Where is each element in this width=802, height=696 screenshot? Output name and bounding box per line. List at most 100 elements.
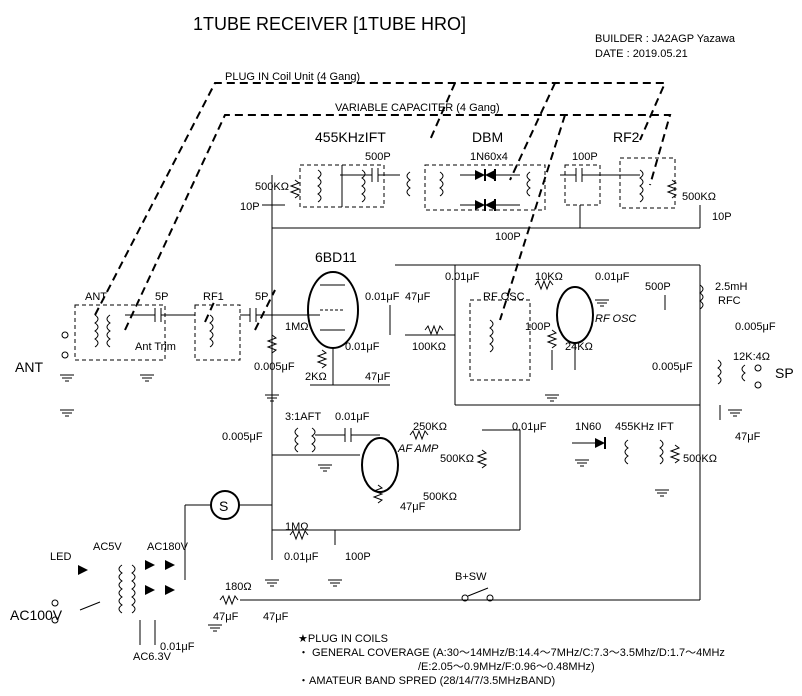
aft-secondary: [311, 427, 316, 453]
ac180v-label: AC180V: [147, 541, 189, 553]
cap-10p-a: 10P: [240, 201, 260, 213]
ant-coil-label: ANT: [85, 291, 107, 303]
rf-osc-tube: [556, 286, 594, 344]
res-500k-d: 500KΩ: [423, 491, 457, 503]
ant-primary-coil: [94, 314, 99, 348]
res-500k-e: 500KΩ: [683, 453, 717, 465]
res-100k-symbol: [424, 324, 444, 336]
rf-osc-label: RF OSC: [483, 291, 525, 303]
main-wiring: [240, 175, 701, 601]
power-transformer-secondary: [131, 564, 136, 614]
plug-in-coil-label: PLUG IN Coil Unit (4 Gang): [225, 71, 360, 83]
cap-47-f: 47μF: [263, 611, 289, 623]
res-10k-symbol: [534, 279, 554, 291]
variable-cap-gang-link: [124, 114, 672, 331]
cap-100p-c: 100P: [525, 321, 551, 333]
res-250k-symbol: [409, 429, 429, 441]
cap-100p-d: 100P: [345, 551, 371, 563]
sp-transformer-secondary: [741, 364, 746, 382]
cap-100p-b: 100P: [572, 151, 598, 163]
res-100k: 100KΩ: [412, 341, 446, 353]
rf-osc-coil: [489, 319, 494, 353]
res-500k-c: 500KΩ: [440, 453, 474, 465]
res-1m-b: 1MΩ: [285, 521, 309, 533]
cap-001-h: 0.01μF: [160, 641, 195, 653]
ant-terminal-2[interactable]: [61, 331, 69, 339]
cap-001-c: 0.01μF: [445, 271, 480, 283]
ac100v-terminal-1[interactable]: [51, 616, 59, 624]
ant-coil-unit: [74, 304, 166, 361]
builder-text: BUILDER : JA2AGP Yazawa: [595, 33, 736, 45]
bsw-contact-1[interactable]: [461, 594, 469, 602]
sp-terminal-2[interactable]: [754, 381, 762, 389]
rf2-coil: [639, 169, 644, 203]
cap-47-a: 47μF: [405, 291, 431, 303]
cap-001-e: 0.01μF: [335, 411, 370, 423]
tube-6bd11-label: 6BD11: [315, 249, 357, 265]
ground-symbols: [60, 299, 742, 632]
notes-line2: /E:2.05～0.9MHz/F:0.96～0.48MHz): [418, 661, 595, 673]
cap-0005-d: 0.005μF: [222, 431, 263, 443]
ift455-label: 455KHzIFT: [315, 129, 386, 145]
cap-5p-b: 5P: [255, 291, 268, 303]
cap-47-c: 47μF: [735, 431, 761, 443]
rf2-label: RF2: [613, 129, 640, 145]
rf-osc-italic-label: RF OSC: [595, 313, 636, 325]
notes-heading: ★PLUG IN COILS: [298, 633, 388, 645]
cap-100p-a: 100P: [495, 231, 521, 243]
res-180-symbol: [219, 594, 239, 606]
ift455-2-label: 455KHz IFT: [615, 421, 674, 433]
res-180: 180Ω: [225, 581, 252, 593]
variable-cap-label: VARIABLE CAPACITER (4 Gang): [335, 102, 500, 114]
dbm-label: DBM: [472, 129, 503, 145]
ac100v-terminal-2[interactable]: [51, 599, 59, 607]
cap-5p-a: 5P: [155, 291, 168, 303]
notes-line3: ・AMATEUR BAND SPRED (28/14/7/3.5MHzBAND): [298, 675, 555, 687]
notes-line1: ・ GENERAL COVERAGE (A:30～14MHz/B:14.4～7M…: [298, 647, 725, 659]
bsw-contact-2[interactable]: [486, 594, 494, 602]
cap-001-f: 0.01μF: [512, 421, 547, 433]
res-2k: 2KΩ: [305, 371, 327, 383]
af-amp-label: AF AMP: [397, 443, 439, 455]
rf1-coil: [209, 314, 214, 348]
sp-transformer-label: 12K:4Ω: [733, 351, 770, 363]
cap-500p-b: 500P: [645, 281, 671, 293]
ac100v-label: AC100V: [10, 607, 63, 623]
rfc-value: 2.5mH: [715, 281, 747, 293]
power-transformer-primary: [118, 564, 123, 614]
ift-coil-2: [361, 169, 366, 203]
sp-terminal-1[interactable]: [754, 364, 762, 372]
cap-0005-c: 0.005μF: [652, 361, 693, 373]
ift-can-1: [299, 164, 343, 208]
sp-label: SP: [775, 365, 794, 381]
ift455-2-secondary: [659, 439, 664, 465]
ant-secondary-coil: [106, 314, 111, 348]
res-250k: 250KΩ: [413, 421, 447, 433]
res-24k-symbol: [546, 329, 558, 349]
sp-transformer-primary: [717, 359, 722, 385]
rf1-label: RF1: [203, 291, 224, 303]
led: [78, 565, 88, 575]
res-1m-a: 1MΩ: [285, 321, 309, 333]
cap-500p-a: 500P: [365, 151, 391, 163]
bsw-lever: [467, 587, 489, 597]
switch-s-label: S: [219, 498, 228, 514]
res-500k-b-symbol: [666, 179, 678, 199]
schematic-title: 1TUBE RECEIVER [1TUBE HRO]: [193, 14, 466, 34]
cap-47-d: 47μF: [400, 501, 426, 513]
ac5v-label: AC5V: [93, 541, 122, 553]
cap-0005-b: 0.005μF: [735, 321, 776, 333]
rf1-coil-unit: [194, 304, 241, 361]
aft-primary: [294, 427, 299, 453]
dbm-coil-right: [526, 171, 531, 197]
bridge-rectifier: [145, 560, 175, 595]
bsw-label: B+SW: [455, 571, 487, 583]
plug-in-coil-gang-link: [94, 82, 667, 323]
rfc-coil: [699, 284, 704, 310]
date-text: DATE : 2019.05.21: [595, 48, 688, 60]
af-amp-tube: [361, 437, 399, 493]
ant-terminal[interactable]: [61, 351, 69, 359]
cap-10p-b: 10P: [712, 211, 732, 223]
cap-001-d: 0.01μF: [595, 271, 630, 283]
